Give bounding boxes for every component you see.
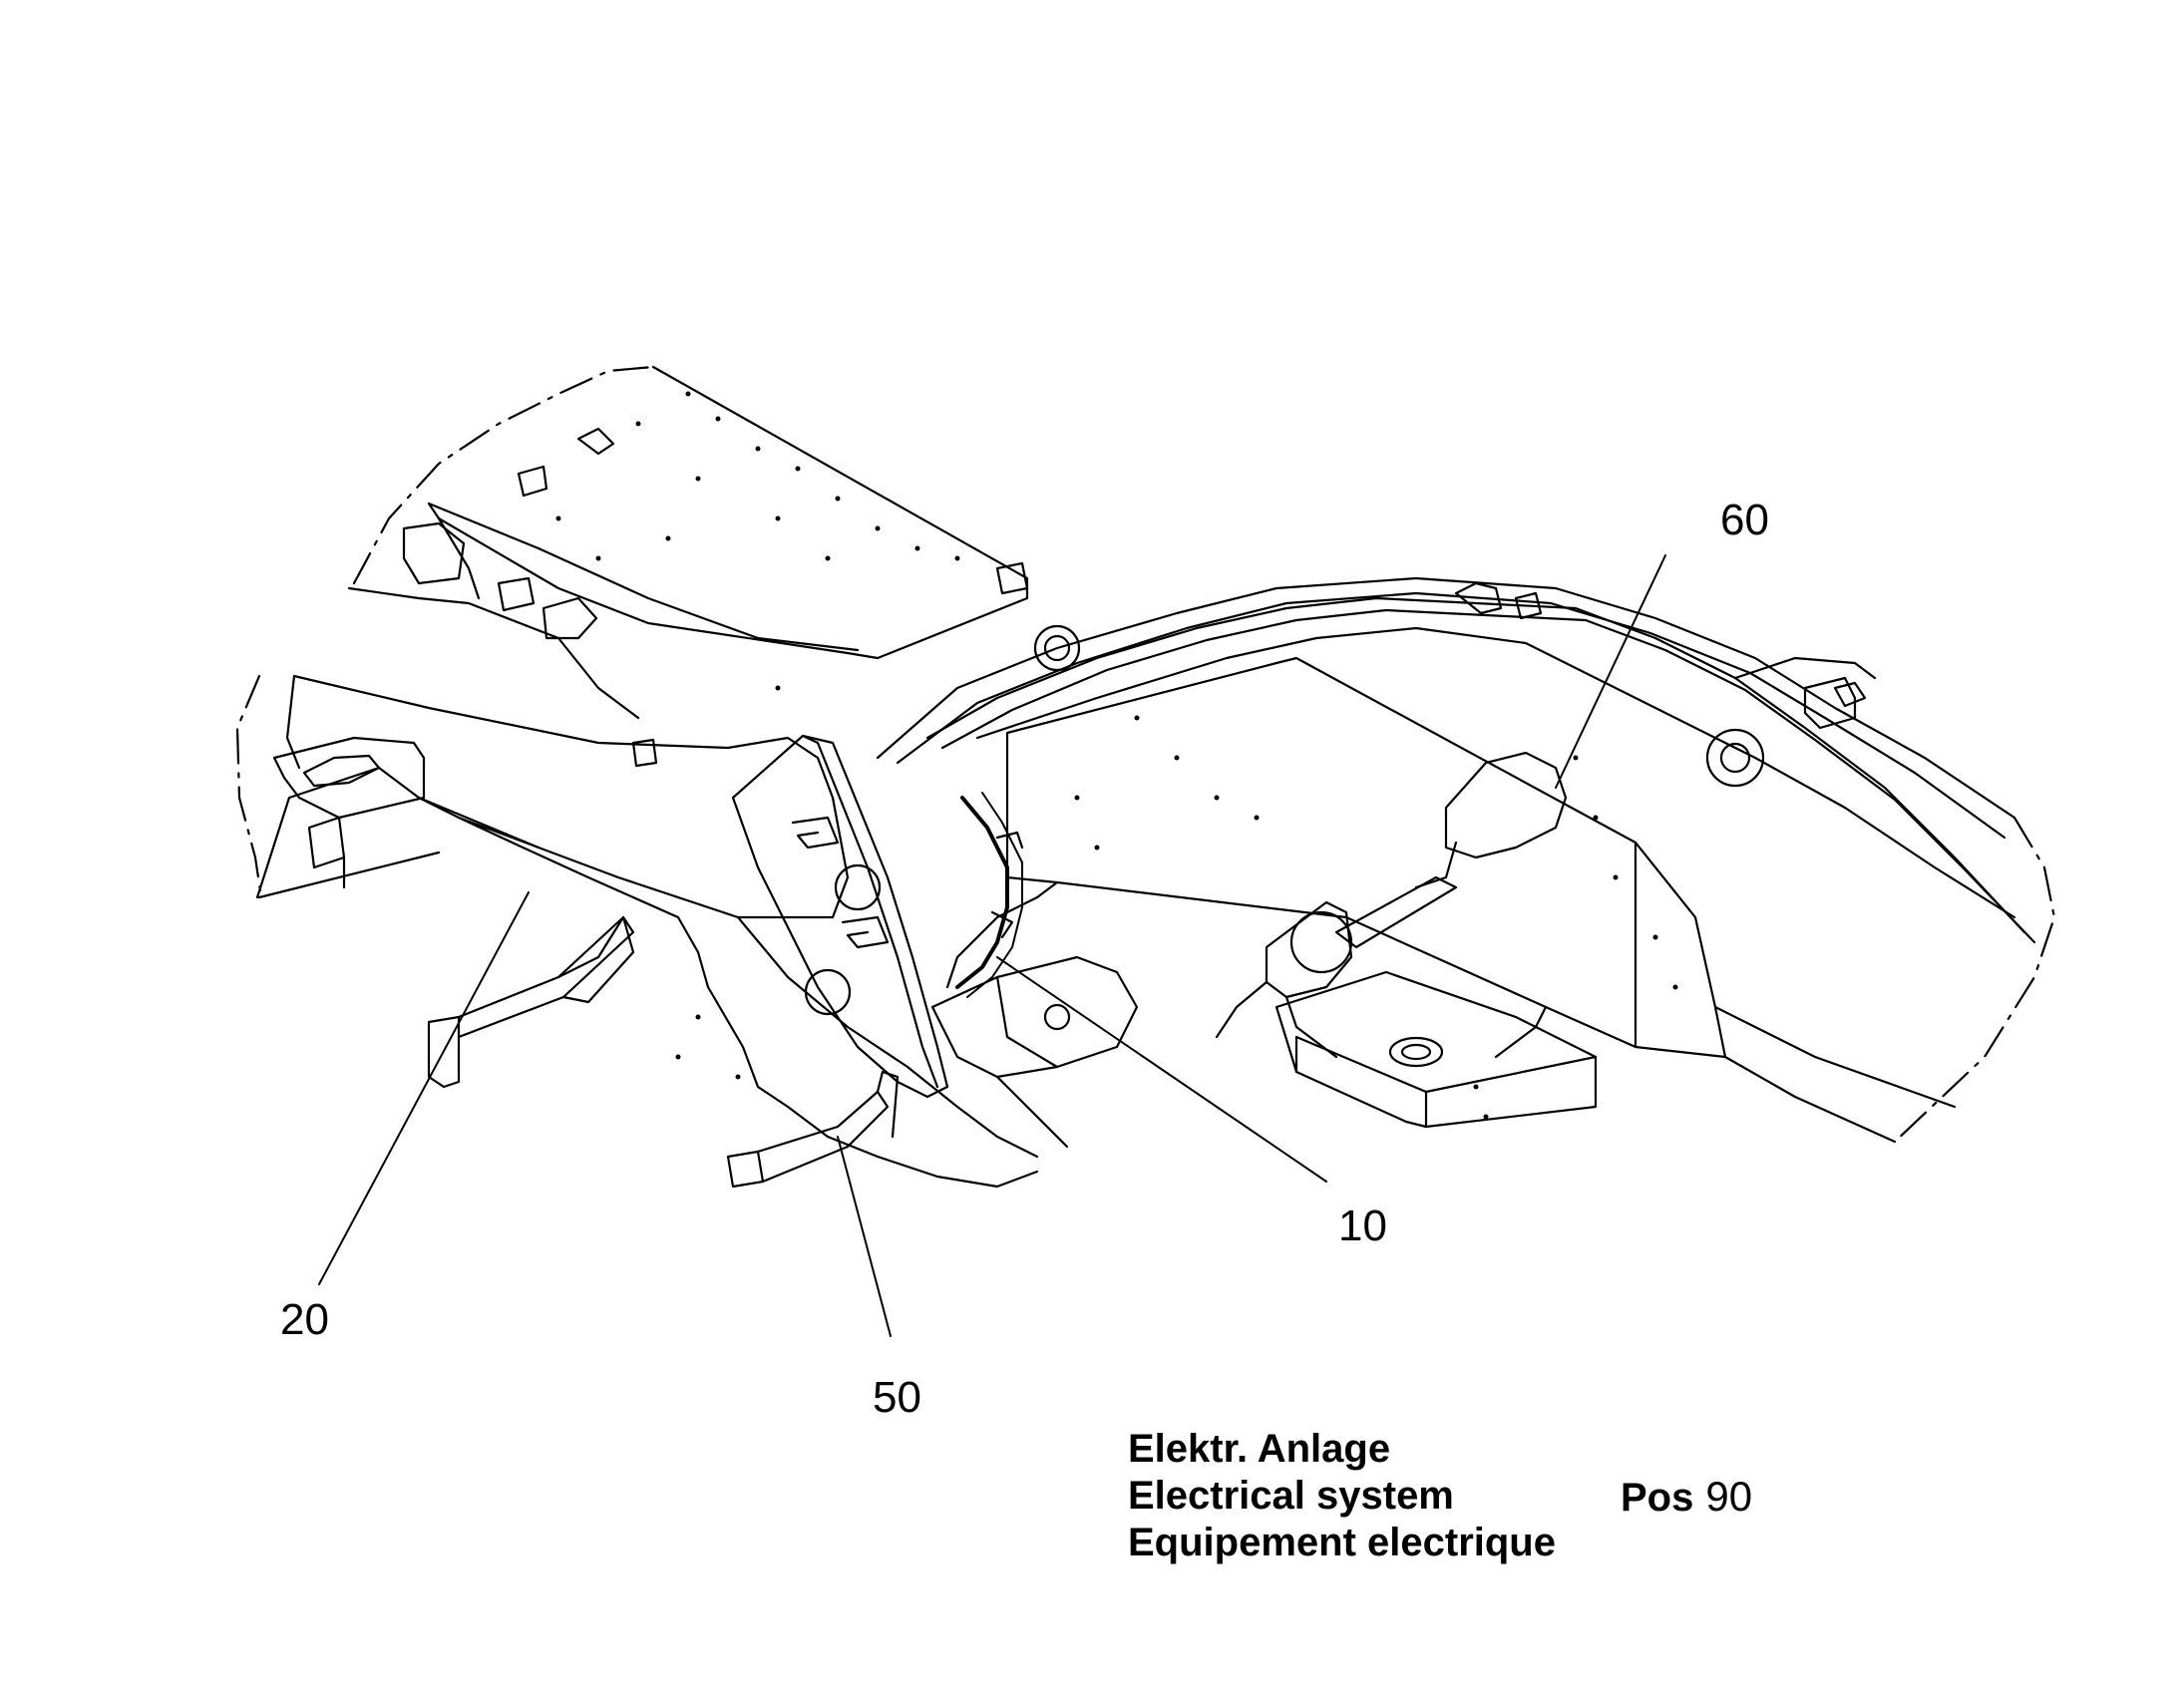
front-crossbar-right xyxy=(726,1150,765,1189)
deck-block-5 xyxy=(631,738,658,768)
cable-harness xyxy=(955,796,1009,989)
lower-tank-box xyxy=(1274,970,1598,1129)
deck-block-3 xyxy=(497,576,536,612)
rivet-dots xyxy=(555,391,1678,1120)
hose-fitting-block xyxy=(1803,676,1857,730)
title-german: Elektr. Anlage xyxy=(1128,1427,1391,1471)
title-block: Elektr. Anlage Electrical system Equipem… xyxy=(1128,1426,1556,1566)
callout-10: 10 xyxy=(1338,1201,1387,1250)
leader-line-10 xyxy=(996,956,1327,1183)
deck-block-6 xyxy=(995,561,1029,595)
front-crossbar-left xyxy=(427,1015,461,1089)
boom-pivot-right xyxy=(1705,728,1765,788)
plate-hole-2 xyxy=(804,968,852,1016)
left-bracket xyxy=(272,736,426,820)
tank-filler-cap xyxy=(1388,1036,1444,1068)
cut-line-right xyxy=(1893,816,2056,1144)
boom-cylinder-barrel xyxy=(1265,900,1353,999)
boom-cylinder-rod xyxy=(1334,875,1458,949)
hydraulic-hose-2 xyxy=(940,608,2036,944)
plate-hole-1 xyxy=(834,863,882,911)
leader-line-50 xyxy=(837,1136,892,1337)
central-upright-plate xyxy=(731,734,949,1099)
cut-line-left xyxy=(235,674,263,899)
title-french: Equipement electrique xyxy=(1128,1521,1556,1564)
leader-line-20 xyxy=(318,891,530,1285)
callout-20: 20 xyxy=(280,1295,329,1344)
deck-block-1 xyxy=(576,427,615,456)
rear-deck-plate xyxy=(427,365,1029,660)
leader-line-60 xyxy=(1555,554,1666,789)
boom-cylinder-cone xyxy=(1444,751,1568,859)
callout-50: 50 xyxy=(873,1373,921,1422)
deck-block-4 xyxy=(542,596,598,640)
plate-slot-1 xyxy=(791,816,840,850)
hydraulic-hose-1 xyxy=(925,596,2026,934)
left-beam-box xyxy=(255,674,850,919)
cut-line-top-left xyxy=(352,365,655,585)
position-number: 90 xyxy=(1705,1473,1753,1520)
title-english: Electrical system xyxy=(1128,1474,1454,1518)
callout-60: 60 xyxy=(1720,496,1769,544)
boom-side-panel xyxy=(1005,656,1637,1049)
position-label: Pos xyxy=(1621,1476,1694,1520)
plate-slot-2 xyxy=(841,915,890,949)
main-boom-upper xyxy=(876,576,2016,820)
lower-linkage xyxy=(930,955,1139,1079)
deck-block-2 xyxy=(517,465,548,498)
boom-pivot-left xyxy=(1033,624,1081,672)
